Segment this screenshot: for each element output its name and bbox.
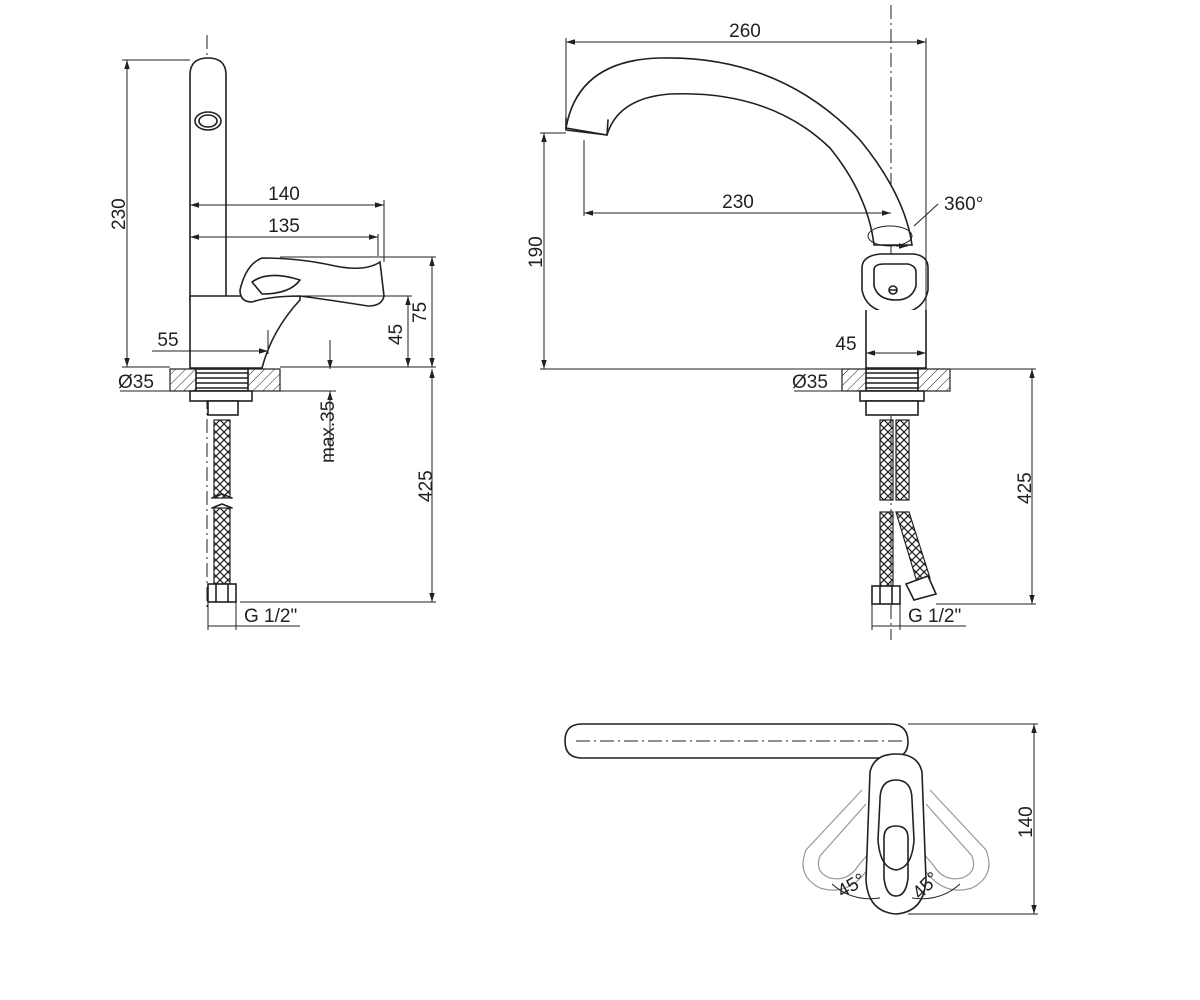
side-thread-dimension: G 1/2" bbox=[244, 606, 297, 627]
side-hose-length-dimension: 425 bbox=[416, 470, 437, 502]
side-body bbox=[189, 295, 301, 369]
front-hose-left-lower bbox=[879, 511, 894, 587]
front-rotation-label: 360° bbox=[944, 194, 983, 215]
side-spout-outlet-inner bbox=[198, 114, 218, 128]
front-hose-length-dimension: 425 bbox=[1015, 472, 1036, 504]
front-hose-left-upper bbox=[879, 419, 894, 501]
front-hose-nut-left bbox=[871, 585, 901, 605]
side-spout-tube bbox=[189, 57, 227, 301]
front-body-stem bbox=[865, 310, 927, 369]
side-spout-outlet bbox=[194, 111, 222, 131]
side-lever bbox=[239, 257, 385, 307]
front-rotation-ellipse bbox=[867, 225, 913, 247]
front-lower-nut bbox=[865, 400, 919, 416]
front-thread-dimension: G 1/2" bbox=[908, 606, 961, 627]
top-spout bbox=[564, 723, 909, 759]
front-body bbox=[861, 253, 929, 315]
top-angle-arc-left bbox=[831, 883, 881, 900]
top-lever-swing-left bbox=[802, 789, 901, 891]
side-base-diameter-dimension: Ø35 bbox=[118, 372, 154, 393]
front-body-width-dimension: 45 bbox=[835, 334, 856, 355]
side-body-offset-dimension: 55 bbox=[157, 330, 178, 351]
side-hose-nut bbox=[207, 583, 237, 603]
side-hose-upper bbox=[213, 419, 231, 499]
side-lever-detail bbox=[251, 274, 301, 295]
top-lever bbox=[877, 779, 915, 871]
front-spout-reach-dimension: 260 bbox=[729, 21, 761, 42]
side-counter-thickness-dimension: max.35 bbox=[318, 401, 339, 463]
front-spout-height-dimension: 190 bbox=[526, 236, 547, 268]
front-spout-inner-dimension: 230 bbox=[722, 192, 754, 213]
side-height-dimension: 230 bbox=[109, 198, 130, 230]
front-hose-right-upper bbox=[895, 419, 910, 501]
side-reach-handle-dimension: 135 bbox=[268, 216, 300, 237]
front-spout bbox=[565, 57, 913, 246]
front-fixing-nut bbox=[859, 390, 925, 402]
side-reach-outer-dimension: 140 bbox=[268, 184, 300, 205]
side-fixing-nut bbox=[189, 390, 253, 402]
top-view: 45° 45° 140 bbox=[564, 723, 1038, 915]
side-lower-nut bbox=[207, 400, 239, 416]
front-view: 360° 260 230 190 45 Ø35 bbox=[526, 5, 1036, 640]
top-angle-arc-right bbox=[911, 883, 961, 900]
front-hose-nut-right bbox=[904, 574, 938, 601]
side-lever-top-dimension: 75 bbox=[410, 302, 431, 323]
side-hose-lower bbox=[213, 507, 231, 585]
side-view: 230 140 135 55 45 75 Ø35 max.35 bbox=[109, 35, 437, 630]
front-spout-outlet bbox=[565, 117, 609, 136]
top-depth-dimension: 140 bbox=[1016, 806, 1037, 838]
side-lever-height-dimension: 45 bbox=[386, 324, 407, 345]
front-base-diameter-dimension: Ø35 bbox=[792, 372, 828, 393]
front-hose-right-lower bbox=[895, 511, 931, 583]
top-lever-swing-right bbox=[891, 789, 990, 891]
